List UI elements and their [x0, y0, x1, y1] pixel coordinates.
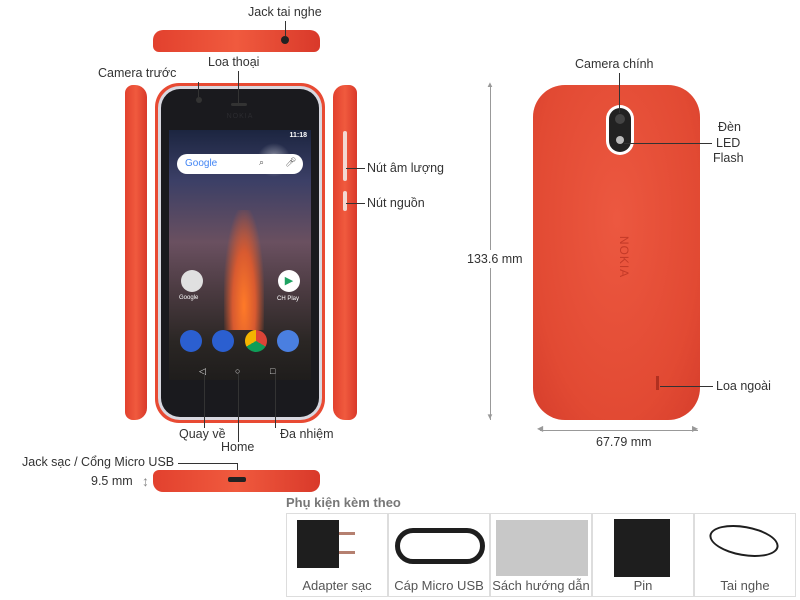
- brand-logo: NOKIA: [226, 113, 254, 120]
- label-flash-1: Đèn: [718, 120, 741, 134]
- chrome-app-icon[interactable]: [245, 330, 267, 352]
- battery-image: [614, 519, 670, 577]
- label-back: Quay về: [179, 427, 226, 441]
- label-height: 133.6 mm: [467, 250, 523, 268]
- front-camera: [196, 97, 202, 103]
- play-store-label: CH Play: [277, 296, 300, 302]
- accessories-title: Phụ kiện kèm theo: [286, 495, 401, 510]
- headphone-jack-hole: [281, 36, 289, 44]
- label-flash-3: Flash: [713, 151, 744, 165]
- label-power: Nút nguồn: [367, 196, 425, 210]
- usb-port: [228, 477, 246, 482]
- home-nav-icon[interactable]: ○: [235, 366, 241, 376]
- accessory-battery: Pin: [592, 513, 694, 597]
- label-loudspeaker: Loa ngoài: [716, 379, 771, 393]
- earphones-image: [706, 520, 782, 562]
- label-width: 67.79 mm: [596, 435, 652, 449]
- label-earpiece: Loa thoại: [208, 55, 260, 69]
- google-folder-label: Google: [179, 295, 199, 301]
- screen: 11:18 Google ⌕ 🎤︎ Google ▶ CH Play ◁ ○ □: [169, 130, 311, 380]
- mic-icon[interactable]: 🎤︎: [285, 157, 297, 167]
- main-camera-module: [606, 105, 634, 155]
- recents-nav-icon[interactable]: □: [270, 366, 276, 376]
- manual-image: [496, 520, 588, 576]
- phone-app-icon[interactable]: [180, 330, 202, 352]
- accessory-adapter: Adapter sạc: [286, 513, 388, 597]
- thickness-arrow: ↕: [142, 473, 149, 489]
- label-charging-port: Jack sạc / Cổng Micro USB: [22, 455, 175, 469]
- main-camera-lens: [615, 114, 625, 124]
- phone-top-edge: [153, 30, 320, 52]
- label-main-camera: Camera chính: [575, 57, 654, 71]
- back-nav-icon[interactable]: ◁: [199, 366, 206, 376]
- flash: [616, 136, 624, 144]
- label-front-camera: Camera trước: [98, 66, 177, 80]
- width-arrow: [540, 430, 698, 431]
- label-thickness: 9.5 mm: [91, 474, 133, 488]
- accessory-manual: Sách hướng dẫn: [490, 513, 592, 597]
- label-volume: Nút âm lượng: [367, 161, 445, 175]
- search-bar[interactable]: Google ⌕ 🎤︎: [177, 154, 303, 174]
- earpiece: [231, 103, 247, 106]
- status-time: 11:18: [289, 132, 307, 139]
- label-flash-2: LED: [716, 136, 741, 150]
- label-headphone-jack: Jack tai nghe: [248, 5, 322, 19]
- camera-app-icon[interactable]: [277, 330, 299, 352]
- accessory-earphones: Tai nghe: [694, 513, 796, 597]
- messages-app-icon[interactable]: [212, 330, 234, 352]
- play-store-icon[interactable]: ▶: [278, 270, 300, 292]
- label-multitask: Đa nhiệm: [280, 427, 334, 441]
- label-home: Home: [221, 440, 255, 454]
- google-logo: Google: [185, 158, 218, 169]
- volume-buttons: [343, 131, 347, 181]
- power-button: [343, 191, 347, 211]
- search-icon[interactable]: ⌕: [259, 157, 265, 167]
- back-nokia-logo: NOKIA: [617, 235, 632, 279]
- loudspeaker-grille: [656, 376, 659, 390]
- google-folder-icon[interactable]: [181, 270, 203, 292]
- cable-image: [395, 528, 485, 564]
- phone-left-side: [125, 85, 147, 420]
- accessory-usb-cable: Cáp Micro USB: [388, 513, 490, 597]
- adapter-image: [297, 520, 339, 568]
